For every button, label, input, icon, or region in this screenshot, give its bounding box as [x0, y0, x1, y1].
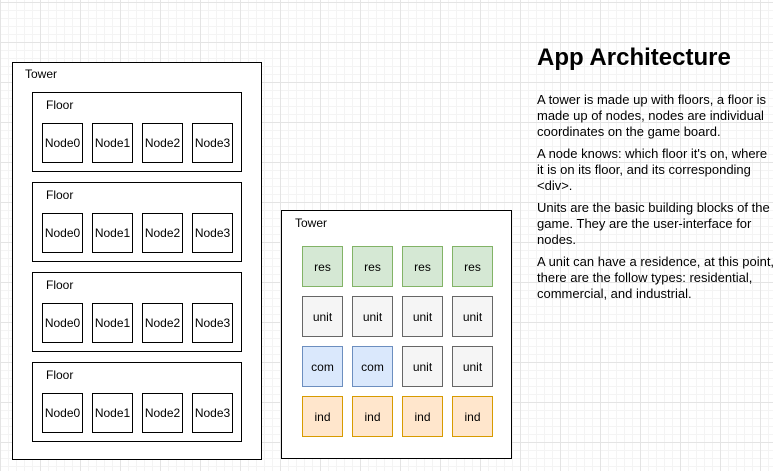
- floor-box[interactable]: Floor Node0 Node1 Node2 Node3: [32, 92, 242, 172]
- notes-paragraph: Units are the basic building blocks of t…: [537, 200, 770, 247]
- node-box[interactable]: Node2: [142, 303, 183, 343]
- node-box[interactable]: Node3: [192, 393, 233, 433]
- unit-cell-unit[interactable]: unit: [302, 296, 343, 337]
- node-tower-label: Tower: [25, 67, 58, 81]
- node-box[interactable]: Node1: [92, 303, 133, 343]
- floor-box[interactable]: Floor Node0 Node1 Node2 Node3: [32, 362, 242, 442]
- notes-column: App Architecture A tower is made up with…: [537, 44, 773, 308]
- unit-cell-com[interactable]: com: [302, 346, 343, 387]
- node-box[interactable]: Node0: [42, 213, 83, 253]
- unit-cell-ind[interactable]: ind: [352, 396, 393, 437]
- node-box[interactable]: Node1: [92, 213, 133, 253]
- unit-cell-unit[interactable]: unit: [352, 296, 393, 337]
- node-box[interactable]: Node0: [42, 303, 83, 343]
- unit-cell-res[interactable]: res: [352, 246, 393, 287]
- unit-cell-unit[interactable]: unit: [402, 346, 443, 387]
- node-box[interactable]: Node2: [142, 213, 183, 253]
- unit-cell-com[interactable]: com: [352, 346, 393, 387]
- notes-paragraph: A tower is made up with floors, a floor …: [537, 92, 767, 139]
- node-box[interactable]: Node0: [42, 123, 83, 163]
- unit-cell-ind[interactable]: ind: [402, 396, 443, 437]
- unit-cell-res[interactable]: res: [452, 246, 493, 287]
- unit-cell-res[interactable]: res: [302, 246, 343, 287]
- unit-tower-shape[interactable]: Tower res res res res unit unit unit uni…: [281, 210, 512, 459]
- node-box[interactable]: Node3: [192, 213, 233, 253]
- node-box[interactable]: Node0: [42, 393, 83, 433]
- notes-paragraph: A unit can have a residence, at this poi…: [537, 254, 773, 301]
- unit-tower-label: Tower: [295, 216, 328, 230]
- floor-label: Floor: [46, 98, 74, 112]
- unit-cell-res[interactable]: res: [402, 246, 443, 287]
- unit-cell-unit[interactable]: unit: [402, 296, 443, 337]
- floor-label: Floor: [46, 278, 74, 292]
- node-box[interactable]: Node3: [192, 123, 233, 163]
- notes-paragraph: A node knows: which floor it's on, where…: [537, 146, 768, 193]
- unit-cell-unit[interactable]: unit: [452, 296, 493, 337]
- floor-label: Floor: [46, 188, 74, 202]
- node-box[interactable]: Node3: [192, 303, 233, 343]
- floor-box[interactable]: Floor Node0 Node1 Node2 Node3: [32, 272, 242, 352]
- node-box[interactable]: Node1: [92, 123, 133, 163]
- floor-box[interactable]: Floor Node0 Node1 Node2 Node3: [32, 182, 242, 262]
- unit-cell-ind[interactable]: ind: [302, 396, 343, 437]
- unit-cell-ind[interactable]: ind: [452, 396, 493, 437]
- node-box[interactable]: Node2: [142, 123, 183, 163]
- floor-label: Floor: [46, 368, 74, 382]
- page-title: App Architecture: [537, 44, 731, 71]
- node-box[interactable]: Node2: [142, 393, 183, 433]
- node-box[interactable]: Node1: [92, 393, 133, 433]
- unit-cell-unit[interactable]: unit: [452, 346, 493, 387]
- node-tower-shape[interactable]: Tower Floor Node0 Node1 Node2 Node3 Floo…: [12, 62, 262, 460]
